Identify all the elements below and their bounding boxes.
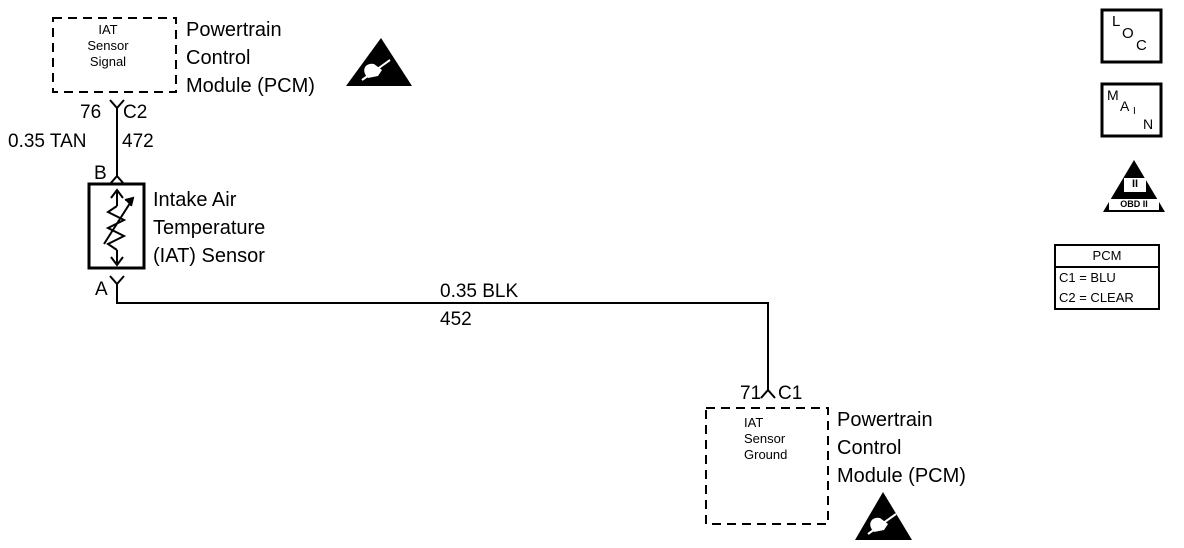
loc-letter-l: L [1112, 13, 1121, 30]
loc-letter-o: O [1122, 25, 1134, 42]
main-letter-i: I [1133, 106, 1136, 117]
top-pcm-circuit-line3: Signal [89, 54, 127, 69]
top-pcm-box [52, 17, 177, 93]
obd-ii-numeral: II [1131, 178, 1139, 190]
esd-sensitive-icon [346, 38, 412, 86]
top-pcm-label-line2: Control [186, 47, 251, 69]
bottom-pcm-label-line1: Powertrain [837, 409, 933, 431]
thermistor-icon [103, 188, 135, 267]
top-pcm-connector-symbol [109, 99, 125, 110]
obd-ii-label: OBD II [1120, 199, 1148, 209]
iat-sensor-label-line1: Intake Air [153, 189, 237, 211]
bottom-pcm-circuit-label: IAT Sensor Ground [730, 415, 822, 463]
top-pcm-label-line3: Module (PCM) [186, 75, 315, 97]
bottom-pcm-pin: 71 [740, 383, 762, 404]
loc-icon [1100, 8, 1163, 64]
main-letter-a: A [1120, 98, 1130, 114]
pcm-connector-table: PCM C1 = BLU C2 = CLEAR [1054, 244, 1160, 310]
main-icon [1100, 82, 1163, 138]
signal-wire-spec: 0.35 TAN [8, 131, 87, 152]
ground-wire-circuit-number: 452 [440, 309, 472, 330]
loc-letter-c: C [1136, 37, 1147, 54]
top-pcm-label: Powertrain Control Module (PCM) [186, 16, 315, 100]
iat-sensor-label-line2: Temperature [153, 217, 266, 239]
bottom-pcm-label-line2: Control [837, 437, 902, 459]
iat-terminal-a: A [95, 279, 108, 300]
iat-sensor-label-line3: (IAT) Sensor [153, 245, 265, 267]
iat-terminal-b: B [94, 163, 107, 184]
terminal-b-symbol [109, 174, 125, 185]
bottom-pcm-connector: C1 [778, 383, 803, 404]
pcm-table-row-c1: C1 = BLU [1059, 270, 1116, 285]
bottom-pcm-box [705, 407, 829, 525]
top-pcm-circuit-line2: Sensor [87, 38, 129, 53]
bottom-pcm-circuit-line2: Sensor [744, 431, 786, 446]
ground-wire [116, 284, 769, 390]
pcm-table-row-c2: C2 = CLEAR [1059, 290, 1134, 305]
top-pcm-circuit-label: IAT Sensor Signal [62, 22, 154, 70]
top-pcm-label-line1: Powertrain [186, 19, 282, 41]
top-pcm-circuit-line1: IAT [98, 22, 118, 37]
bottom-pcm-connector-symbol [760, 388, 776, 399]
iat-sensor-box [87, 182, 146, 270]
pcm-table-title: PCM [1056, 246, 1158, 268]
top-pcm-pin: 76 [80, 102, 102, 123]
bottom-pcm-label: Powertrain Control Module (PCM) [837, 406, 966, 490]
obd-ii-icon [1103, 160, 1165, 212]
bottom-pcm-label-line3: Module (PCM) [837, 465, 966, 487]
bottom-pcm-circuit-line1: IAT [744, 415, 764, 430]
ground-wire-spec: 0.35 BLK [440, 281, 519, 302]
esd-sensitive-icon [855, 492, 912, 540]
terminal-a-symbol [109, 275, 125, 286]
main-letter-n: N [1143, 116, 1154, 132]
signal-wire-circuit-number: 472 [122, 131, 154, 152]
main-letter-m: M [1107, 87, 1119, 103]
bottom-pcm-circuit-line3: Ground [744, 447, 788, 462]
top-pcm-connector: C2 [123, 102, 148, 123]
iat-sensor-label: Intake Air Temperature (IAT) Sensor [153, 186, 265, 270]
